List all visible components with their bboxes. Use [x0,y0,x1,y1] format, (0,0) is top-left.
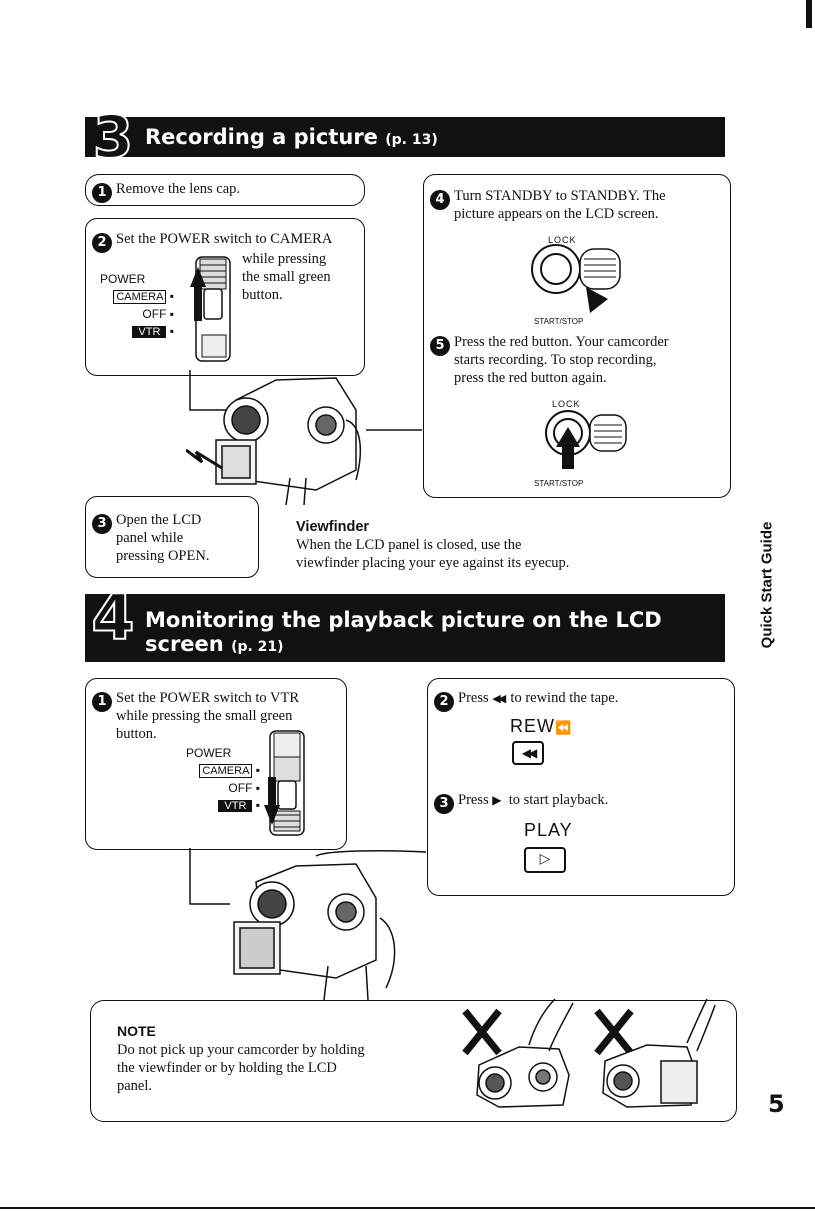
step-badge: 1 [92,183,112,203]
note-text: Do not pick up your camcorder by holding… [117,1042,365,1094]
rewind-button-icon: ◀◀ [512,741,544,765]
page-number: 5 [768,1090,785,1118]
power-switch-labels: POWER CAMERA ▪ OFF ▪ VTR ▪ [100,272,174,338]
rewind-icon: ◀◀ [492,693,506,705]
rew-label: REW⏪ [510,716,573,736]
quick-start-guide-tab: Quick Start Guide [758,521,776,649]
section-3-banner: 3 Recording a picture (p. 13) [85,106,725,168]
power-switch-illustration [190,256,231,362]
step-badge: 5 [430,336,450,356]
step-badge: 1 [92,692,112,712]
do-not-hold-viewfinder-illustration [462,998,574,1108]
power-switch-vtr-illustration [264,730,305,836]
standby-dial-icon [531,244,621,313]
lock-label: LOCK [548,235,577,245]
record-button-dial-icon [545,410,627,469]
section-title-line1: Monitoring the playback picture on the L… [145,608,662,632]
section-4-banner: 4 Monitoring the playback picture on the… [85,586,725,662]
step-badge: 3 [92,514,112,534]
step-badge: 3 [434,794,454,814]
start-stop-label-2: START/STOP [534,479,584,488]
lock-label-2: LOCK [552,399,581,409]
bottom-rule [0,1207,815,1209]
step-badge: 4 [430,190,450,210]
camcorder-lcd-open-illustration [186,370,422,506]
section-title-line2: screen (p. 21) [145,632,284,656]
play-label: PLAY [524,820,573,840]
step-badge: 2 [434,692,454,712]
section-title: Recording a picture (p. 13) [145,125,438,149]
section-number: 4 [90,581,135,654]
viewfinder-note: Viewfinder When the LCD panel is closed,… [296,519,570,571]
start-stop-label: START/STOP [534,317,584,326]
power-switch-labels: Set the POWER switch to VTR POWER CAMERA… [186,746,260,812]
step-badge: 2 [92,233,112,253]
rew-circle-icon: ⏪ [555,720,573,735]
note-box: NOTE Do not pick up your camcorder by ho… [90,998,737,1122]
note-title: NOTE [117,1023,156,1039]
play-icon: ▶ [492,793,502,807]
corner-mark [806,0,812,28]
section-number: 3 [92,103,134,171]
play-button-icon: ▷ [524,847,566,873]
do-not-hold-lcd-illustration [594,998,716,1108]
camcorder-playback-illustration [189,848,426,1001]
